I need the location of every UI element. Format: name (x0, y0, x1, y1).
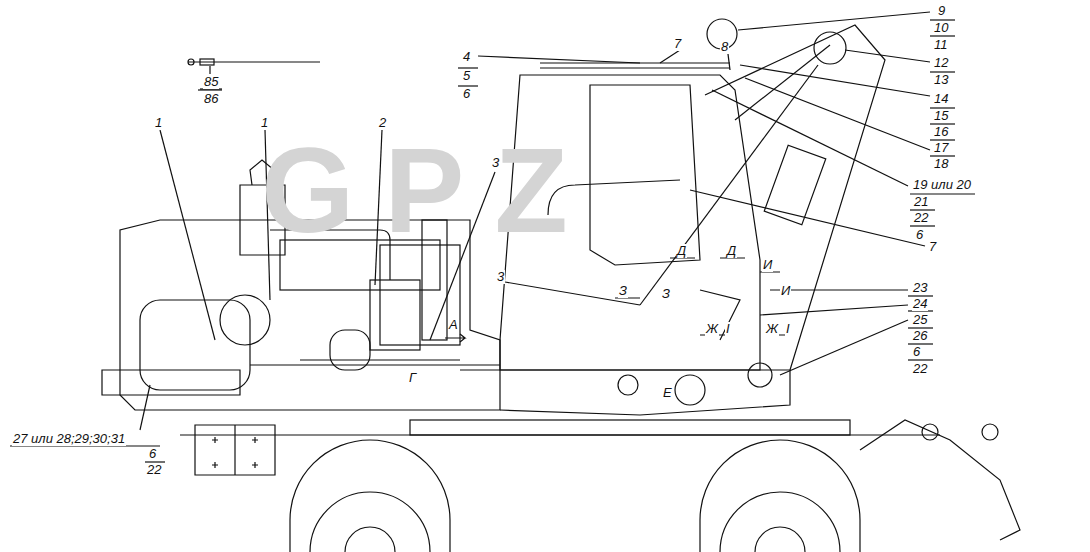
callout-number: 7 (928, 240, 937, 254)
callout-number: 11 (933, 38, 949, 52)
callout-number: 14 (933, 92, 949, 106)
callout-number: 6 (912, 345, 921, 359)
section-mark: Г (408, 371, 417, 385)
callout-number: 6 (148, 447, 157, 461)
callout-number: 6 (462, 87, 471, 101)
callout-number: 4 (462, 50, 471, 64)
callout-number: 8 (720, 40, 729, 54)
callout-number: 25 (912, 313, 928, 327)
callout-number: 1 (260, 116, 269, 130)
callout-number: 15 (933, 109, 949, 123)
section-mark: Ж (765, 322, 779, 336)
callout-number: 22 (912, 362, 928, 376)
callout-number: 86 (203, 92, 219, 106)
callout-number: 10 (933, 21, 949, 35)
callout-number: 3 (491, 156, 500, 170)
callout-number: 1 (154, 116, 163, 130)
callout-number: 3 (496, 270, 505, 284)
callout-number: 6 (915, 228, 924, 242)
callout-number: 22 (913, 211, 929, 225)
callout-number: 27 или 28;29;30;31 (12, 432, 126, 446)
section-mark: И (780, 284, 791, 298)
section-mark: З (618, 284, 628, 298)
section-mark: Д (676, 244, 687, 258)
callout-number: 22 (146, 463, 162, 477)
callout-number: 24 (912, 297, 928, 311)
callout-number: 85 (203, 75, 219, 89)
section-mark: Д (726, 244, 737, 258)
section-mark: З (661, 287, 671, 301)
callout-number: 12 (933, 56, 949, 70)
section-mark: И (762, 258, 773, 272)
callout-number: 23 (912, 281, 928, 295)
watermark: GPZ (260, 130, 599, 250)
callout-number: 19 или 20 (912, 178, 972, 192)
callout-number: 26 (912, 329, 928, 343)
callout-number: 17 (933, 141, 949, 155)
callout-number: 7 (673, 37, 682, 51)
callout-number: 16 (933, 125, 949, 139)
section-mark: I (785, 322, 791, 336)
callout-number: 21 (913, 195, 929, 209)
section-mark: I (725, 322, 731, 336)
callout-number: 18 (933, 157, 949, 171)
callout-number: 2 (378, 116, 387, 130)
callout-number: 5 (462, 69, 471, 83)
section-mark: А (448, 318, 459, 332)
section-mark: Ж (705, 322, 719, 336)
callout-number: 9 (937, 4, 946, 18)
section-mark: Е (662, 386, 673, 400)
callout-number: 13 (933, 73, 949, 87)
